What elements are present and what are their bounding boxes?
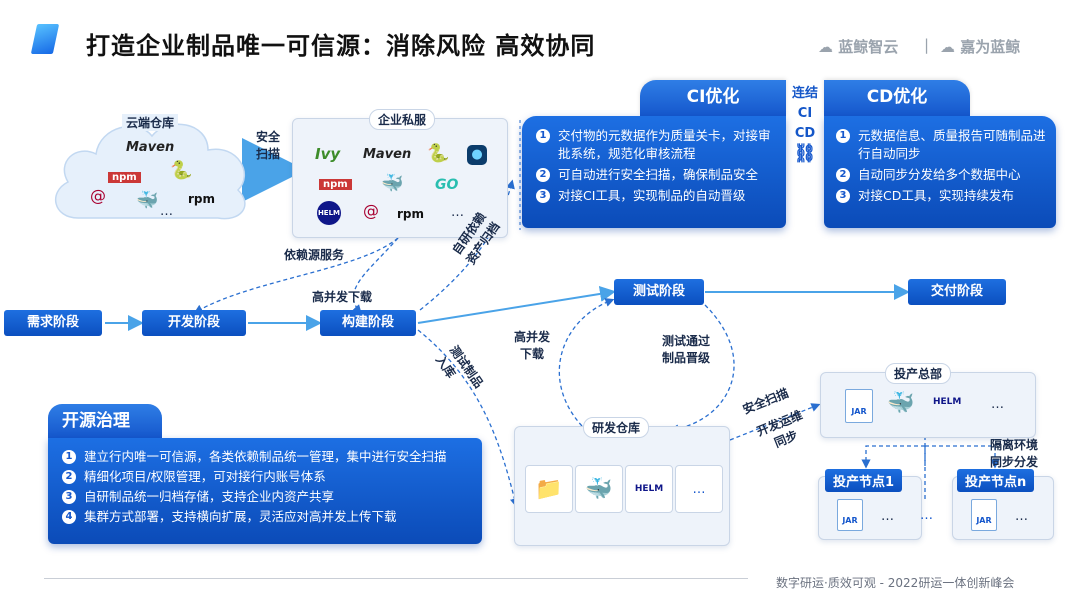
- stage-requirement: 需求阶段: [4, 310, 102, 336]
- docker-icon: 🐳: [585, 476, 613, 502]
- dep-service-label: 依赖源服务: [284, 248, 345, 262]
- more-icon: …: [1015, 509, 1028, 524]
- prod-hq-label: 投产总部: [885, 363, 952, 384]
- link-ci: CI: [797, 106, 813, 121]
- brand-canway: ☁ 嘉为蓝鲸: [940, 38, 1021, 56]
- high-concurrency-download-label: 高并发下载: [312, 290, 373, 304]
- helm-tile: HELM: [625, 465, 673, 513]
- jar-icon: JAR: [971, 499, 997, 531]
- prod-node-n-panel: 投产节点n JAR …: [952, 469, 1054, 540]
- isolated-sync-label: 隔离环境 同步分发: [990, 438, 1039, 469]
- jar-icon: JAR: [845, 389, 873, 423]
- test-pass-promote-label: 测试通过 制品晋级: [662, 334, 711, 365]
- docker-icon: 🐳: [381, 173, 404, 194]
- python-icon: 🐍: [170, 160, 193, 181]
- more-icon: …: [160, 204, 173, 219]
- python-icon: 🐍: [427, 143, 450, 164]
- stage-build: 构建阶段: [320, 310, 416, 336]
- footer-divider: [44, 578, 748, 579]
- cloud-shape: [54, 123, 246, 220]
- npm-icon: npm: [108, 172, 141, 183]
- folder-icon: 📁: [535, 476, 563, 502]
- cd-title: CD优化: [824, 80, 970, 116]
- stage-delivery: 交付阶段: [908, 279, 1006, 305]
- high-concurrency-download-label-2: 高并发 下载: [514, 330, 551, 361]
- cloud-brand-icon: ☁: [940, 38, 955, 56]
- go-icon: GO: [435, 177, 459, 193]
- stage-development: 开发阶段: [142, 310, 246, 336]
- prod-hq-panel: 投产总部 JAR 🐳 HELM …: [820, 363, 1036, 438]
- ci-title: CI优化: [640, 80, 786, 116]
- prod-node-1-panel: 投产节点1 JAR …: [818, 469, 922, 540]
- maven-icon: Maven: [126, 140, 175, 155]
- enterprise-private-panel: 企业私服 Ivy Maven 🐍 ● npm 🐳 GO HELM @ rpm …: [292, 109, 508, 238]
- footer-text: 数字研运·质效可观 - 2022研运一体创新峰会: [776, 576, 1015, 590]
- open-source-title: 开源治理: [48, 404, 162, 438]
- docker-icon: 🐳: [136, 190, 159, 211]
- more-icon: …: [881, 509, 894, 524]
- chain-link-icon: ⛓: [793, 143, 817, 164]
- private-label: 企业私服: [369, 109, 436, 130]
- rpm-icon: rpm: [397, 207, 425, 221]
- helm-icon: HELM: [317, 201, 341, 225]
- link-cd: CD: [794, 126, 816, 141]
- npm-icon: npm: [319, 179, 352, 190]
- link-text: 连结: [791, 86, 818, 101]
- ivy-icon: Ivy: [315, 145, 341, 163]
- cloud-brand-icon: ☁: [818, 38, 833, 56]
- prod-node-n-label: 投产节点n: [957, 469, 1035, 492]
- stage-test: 测试阶段: [614, 279, 704, 305]
- prod-node-1-label: 投产节点1: [825, 469, 903, 492]
- dev-repo-panel: 研发仓库 📁 🐳 HELM …: [514, 417, 730, 546]
- cloud-label: 云端仓库: [122, 114, 179, 131]
- brand-bluking: ☁ 蓝鲸智云: [818, 38, 899, 56]
- jar-icon: JAR: [837, 499, 863, 531]
- more-icon: …: [451, 205, 464, 220]
- debian-icon: @: [363, 201, 379, 220]
- scan-label: 安全 扫描: [256, 130, 281, 161]
- helm-icon: HELM: [634, 484, 664, 494]
- more-icon: …: [991, 397, 1004, 412]
- brand-divider: |: [924, 36, 930, 54]
- cloud-warehouse: 云端仓库 Maven 🐍 npm @ 🐳 rpm …: [48, 110, 256, 226]
- helm-chart-icon: ●: [467, 145, 487, 165]
- helm-icon: HELM: [933, 397, 962, 407]
- more-tile: …: [675, 465, 723, 513]
- page-title: 打造企业制品唯一可信源：消除风险 高效协同: [86, 32, 596, 60]
- folder-tile: 📁: [525, 465, 573, 513]
- dev-repo-label: 研发仓库: [583, 417, 650, 438]
- debian-icon: @: [90, 186, 106, 205]
- link-ci-cd: 连结 CI CD ⛓: [788, 84, 822, 164]
- rpm-icon: rpm: [188, 192, 216, 206]
- maven-icon: Maven: [363, 147, 412, 162]
- more-icon: …: [692, 481, 706, 497]
- docker-tile: 🐳: [575, 465, 623, 513]
- between-nodes-ellipsis: …: [920, 508, 933, 523]
- docker-icon: 🐳: [887, 391, 915, 416]
